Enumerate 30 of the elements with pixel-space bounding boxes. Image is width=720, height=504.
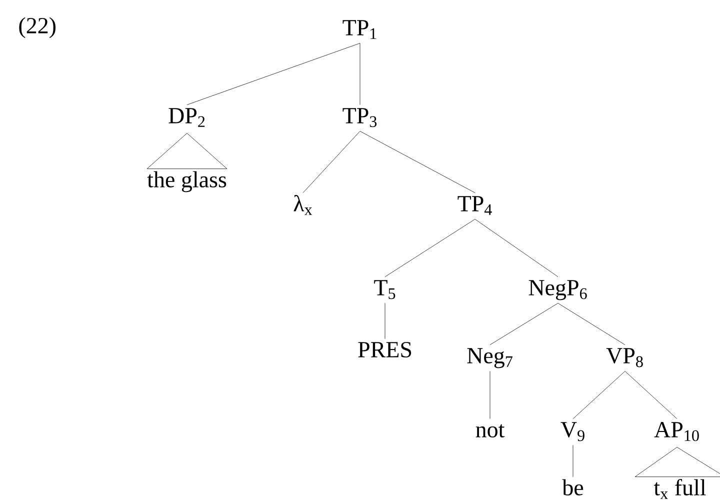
branch-line — [572, 445, 574, 477]
category-label: Neg$_{7}$ — [467, 348, 512, 368]
branch-line — [302, 131, 360, 193]
branch-line — [384, 219, 476, 277]
branch-line — [624, 371, 678, 419]
category-label: TP$_{1}$ — [342, 20, 376, 39]
branch-line — [572, 371, 626, 419]
category-label: V$_{9}$ — [560, 422, 584, 442]
category-label: TP$_{3}$ — [342, 108, 377, 128]
branch-line — [384, 303, 386, 339]
category-label: AP$_{10}$ — [654, 422, 699, 442]
branch-line — [474, 219, 558, 277]
word: not — [476, 424, 505, 438]
branch-line — [558, 303, 626, 345]
word: λ$_{x}$ — [294, 195, 312, 215]
branch-line — [360, 131, 476, 193]
category-label: T$_{5}$ — [374, 280, 396, 300]
example-number: (22) — [19, 17, 56, 38]
roof-triangle — [634, 447, 720, 477]
category-label: DP$_{2}$ — [168, 108, 205, 127]
word: t$_{x}$ full — [654, 479, 706, 499]
category-label: NegP$_{6}$ — [528, 280, 587, 300]
branch-line — [186, 43, 360, 105]
branch-line — [490, 303, 558, 345]
word: PRES — [358, 342, 412, 358]
word: be — [562, 479, 584, 496]
category-label: TP$_{4}$ — [458, 196, 492, 215]
roof-triangle — [146, 133, 228, 169]
category-label: VP$_{8}$ — [606, 348, 643, 368]
word: the glass — [147, 171, 226, 192]
